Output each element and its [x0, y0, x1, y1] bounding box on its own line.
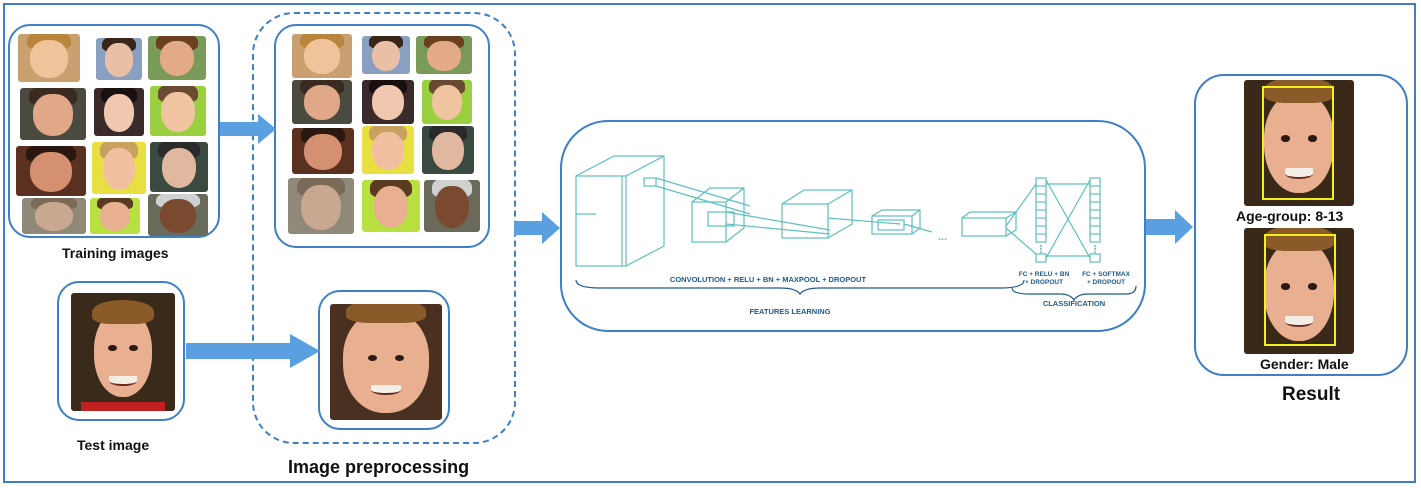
- training-face-7: [16, 146, 86, 196]
- preprocessed-test-box: [318, 290, 450, 430]
- arrow-test-to-preprocess: [186, 334, 320, 368]
- preprocessed-face-4: [292, 80, 352, 124]
- result-face-gender: [1244, 228, 1354, 354]
- classification-label: CLASSIFICATION: [1043, 299, 1105, 308]
- cnn-conv-volume-1: [691, 187, 745, 243]
- training-face-3: [148, 36, 206, 80]
- test-face: [71, 293, 175, 411]
- preprocessed-training-box: [274, 24, 490, 248]
- arrow-training-to-preprocess: [220, 114, 276, 144]
- arrow-preprocess-to-cnn: [514, 212, 560, 244]
- training-face-2: [96, 38, 142, 80]
- test-image-label: Test image: [77, 437, 150, 453]
- test-image-box: [57, 281, 185, 421]
- fc2-label-line1: FC + SOFTMAX: [1082, 271, 1131, 278]
- training-images-label: Training images: [62, 245, 169, 261]
- preprocessed-face-11: [362, 180, 420, 232]
- training-face-12: [148, 194, 208, 236]
- cnn-box: [560, 120, 1146, 332]
- training-face-10: [22, 198, 86, 234]
- training-face-9: [150, 142, 208, 192]
- cnn-fc-layer-2: [1089, 177, 1101, 263]
- training-face-6: [150, 86, 206, 136]
- cnn-kernel-1: [643, 177, 657, 187]
- image-preprocessing-label: Image preprocessing: [288, 457, 470, 477]
- result-face-age: [1244, 80, 1354, 206]
- training-face-8: [92, 142, 146, 194]
- cnn-fc-layer-1: [1035, 177, 1047, 263]
- preprocessed-face-8: [362, 126, 414, 174]
- preprocessed-face-6: [422, 80, 472, 124]
- age-group-result: Age-group: 8-13: [1236, 208, 1344, 224]
- gender-detection-box: [1264, 234, 1336, 346]
- features-learning-brace: [575, 279, 1025, 296]
- preprocessed-face-1: [292, 34, 352, 78]
- gender-result: Gender: Male: [1260, 356, 1349, 372]
- preprocessed-test-face: [330, 304, 442, 420]
- result-box: Age-group: 8-13 Gender: Male: [1194, 74, 1408, 376]
- preprocessed-face-5: [362, 80, 414, 124]
- cnn-ellipsis: ...: [938, 231, 947, 243]
- age-detection-box: [1262, 86, 1334, 200]
- training-images-box: [8, 24, 220, 238]
- preprocessed-face-7: [292, 128, 354, 174]
- cnn-conv-volume-2: [781, 189, 853, 239]
- training-face-1: [18, 34, 80, 82]
- classification-brace: [1011, 285, 1137, 302]
- training-face-11: [90, 198, 140, 234]
- diagram-frame: [3, 3, 1416, 483]
- training-face-4: [20, 88, 86, 140]
- preprocessed-face-10: [288, 178, 354, 234]
- preprocessed-face-2: [362, 36, 410, 74]
- features-learning-label: FEATURES LEARNING: [749, 307, 830, 316]
- arrow-cnn-to-result: [1143, 210, 1193, 244]
- preprocessed-face-9: [422, 126, 474, 174]
- preprocessed-face-3: [416, 36, 472, 74]
- fc2-label-line2: + DROPOUT: [1087, 279, 1125, 286]
- cnn-conv-volume-3: [871, 209, 921, 235]
- preprocessed-face-12: [424, 180, 480, 232]
- cnn-diagram: ... CONVOLUTION + RELU + BN + MAXPOOL + …: [575, 155, 1137, 316]
- cnn-input-volume: [575, 155, 665, 267]
- training-face-5: [94, 88, 144, 136]
- result-label: Result: [1282, 384, 1341, 405]
- fc1-label-line2: + DROPOUT: [1025, 279, 1063, 286]
- features-stage-label: CONVOLUTION + RELU + BN + MAXPOOL + DROP…: [670, 275, 867, 284]
- fc1-label-line1: FC + RELU + BN: [1019, 271, 1070, 278]
